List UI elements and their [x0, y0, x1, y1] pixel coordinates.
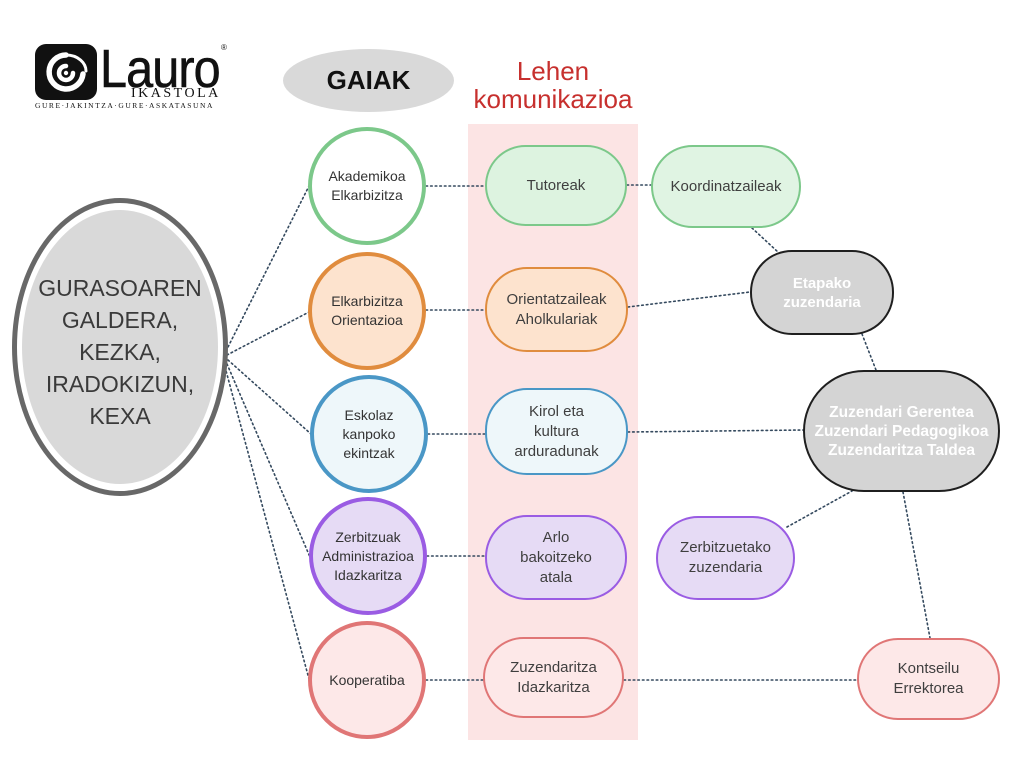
first-contact-label-line: Kirol eta: [528, 402, 585, 420]
connector-source-to-zerbitzuak: [226, 363, 311, 558]
logo-wordmark: Lauro: [100, 39, 221, 99]
logo-subtitle: IKASTOLA: [131, 86, 221, 101]
first-contact-label-line: atala: [539, 568, 573, 586]
first-contact-label-line: Arlo: [542, 528, 570, 546]
first-contact-kirol-kultura: Kirol eta kultura arduradunak: [485, 388, 628, 475]
topic-label-line: Akademikoa: [328, 168, 406, 184]
topic-label-line: Administrazioa: [322, 547, 414, 564]
escalation-label-line: Zuzendari Gerentea: [829, 403, 974, 421]
first-contact-label-line: arduradunak: [514, 442, 599, 460]
connector-source-to-elkarbizitza: [226, 311, 310, 356]
topics-header: GAIAK: [283, 49, 454, 112]
connector-orientatzaileak-to-etapako: [627, 291, 751, 308]
connector-source-to-eskolaz: [227, 359, 312, 435]
first-contact-label-line: bakoitzeko: [520, 548, 592, 566]
escalation-zerbitzuetako-zuzendaria: Zerbitzuetako zuzendaria: [656, 516, 795, 600]
logo-tagline: GURE·JAKINTZA·GURE·ASKATASUNA: [35, 101, 214, 110]
escalation-label-line: Errektorea: [893, 680, 964, 697]
first-contact-tutoreak: Tutoreak: [485, 145, 627, 226]
topic-label-line: Orientazioa: [331, 312, 403, 328]
connector-management-to-kontseilu: [902, 491, 931, 639]
parent-concern-ellipse: GURASOAREN GALDERA, KEZKA, IRADOKIZUN, K…: [12, 198, 228, 496]
topic-label-line: Eskolaz: [344, 406, 394, 423]
escalation-label-line: Etapako: [792, 274, 852, 292]
escalation-label-line: Zuzendari Pedagogikoa: [814, 422, 989, 440]
first-contact-header-line: komunikazioa: [473, 84, 633, 114]
lauro-swirl-icon: [35, 44, 97, 100]
topic-label-line: Zerbitzuak: [335, 528, 401, 545]
first-contact-label-line: Orientatzaileak: [506, 290, 607, 308]
first-contact-arlo-bakoitzeko-atala: Arlo bakoitzeko atala: [485, 515, 627, 600]
escalation-label-line: zuzendaria: [688, 559, 763, 576]
escalation-koordinatzaileak: Koordinatzaileak: [651, 145, 801, 228]
first-contact-label-line: Aholkulariak: [515, 310, 598, 328]
topic-circle-akademikoa-elkarbizitza: Akademikoa Elkarbizitza: [308, 127, 426, 245]
first-contact-header: Lehen komunikazioa: [458, 57, 648, 113]
topic-label-line: Kooperatiba: [329, 671, 405, 688]
connector-zerbitzuetako-to-management: [786, 490, 853, 528]
first-contact-orientatzaileak: Orientatzaileak Aholkulariak: [485, 267, 628, 352]
logo-registered-mark: ®: [221, 43, 227, 52]
escalation-label-line: Kontseilu: [897, 660, 960, 677]
topic-label-line: Elkarbizitza: [331, 187, 403, 203]
parent-concern-line: IRADOKIZUN,: [45, 371, 195, 397]
escalation-zuzendaritza-taldea: Zuzendari Gerentea Zuzendari Pedagogikoa…: [803, 370, 1000, 492]
escalation-label-line: Zerbitzuetako: [680, 539, 771, 556]
escalation-kontseilu-errektorea: Kontseilu Errektorea: [857, 638, 1000, 720]
parent-concern-ellipse-fill: GURASOAREN GALDERA, KEZKA, IRADOKIZUN, K…: [22, 210, 218, 484]
topic-label-line: kanpoko: [342, 425, 396, 442]
connector-kirol-to-management: [627, 429, 804, 433]
first-contact-zuzendaritza-idazkaritza: Zuzendaritza Idazkaritza: [483, 637, 624, 718]
topic-circle-kooperatiba: Kooperatiba: [308, 621, 426, 739]
parent-concern-line: GURASOAREN: [38, 275, 202, 301]
escalation-label-line: Koordinatzaileak: [670, 177, 782, 195]
connector-etapako-to-management: [861, 333, 877, 371]
topic-label-line: ekintzak: [343, 444, 395, 461]
connector-koordinatzaileak-to-etapako: [751, 227, 780, 254]
first-contact-header-line: Lehen: [516, 56, 590, 86]
escalation-label-line: Zuzendaritza Taldea: [828, 441, 975, 459]
first-contact-label-line: Zuzendaritza: [510, 658, 597, 676]
topic-label-line: Elkarbizitza: [331, 293, 403, 309]
first-contact-label-line: Tutoreak: [526, 176, 586, 194]
parent-concern-line: KEZKA,: [79, 339, 161, 365]
connector-source-to-akademikoa: [225, 185, 310, 352]
escalation-label-line: zuzendaria: [783, 293, 861, 311]
topic-circle-eskolaz-kanpoko-ekintzak: Eskolaz kanpoko ekintzak: [310, 375, 428, 493]
first-contact-label-line: Idazkaritza: [517, 678, 590, 696]
topic-circle-zerbitzuak: Zerbitzuak Administrazioa Idazkaritza: [309, 497, 427, 615]
topic-circle-elkarbizitza-orientazioa: Elkarbizitza Orientazioa: [308, 252, 426, 370]
escalation-etapako-zuzendaria: Etapako zuzendaria: [750, 250, 894, 335]
first-contact-label-line: kultura: [533, 422, 580, 440]
parent-concern-line: KEXA: [89, 403, 151, 429]
parent-concern-line: GALDERA,: [61, 307, 179, 333]
topic-label-line: Idazkaritza: [334, 566, 402, 583]
connector-source-to-kooperatiba: [224, 366, 310, 680]
topics-header-label: GAIAK: [326, 65, 411, 95]
